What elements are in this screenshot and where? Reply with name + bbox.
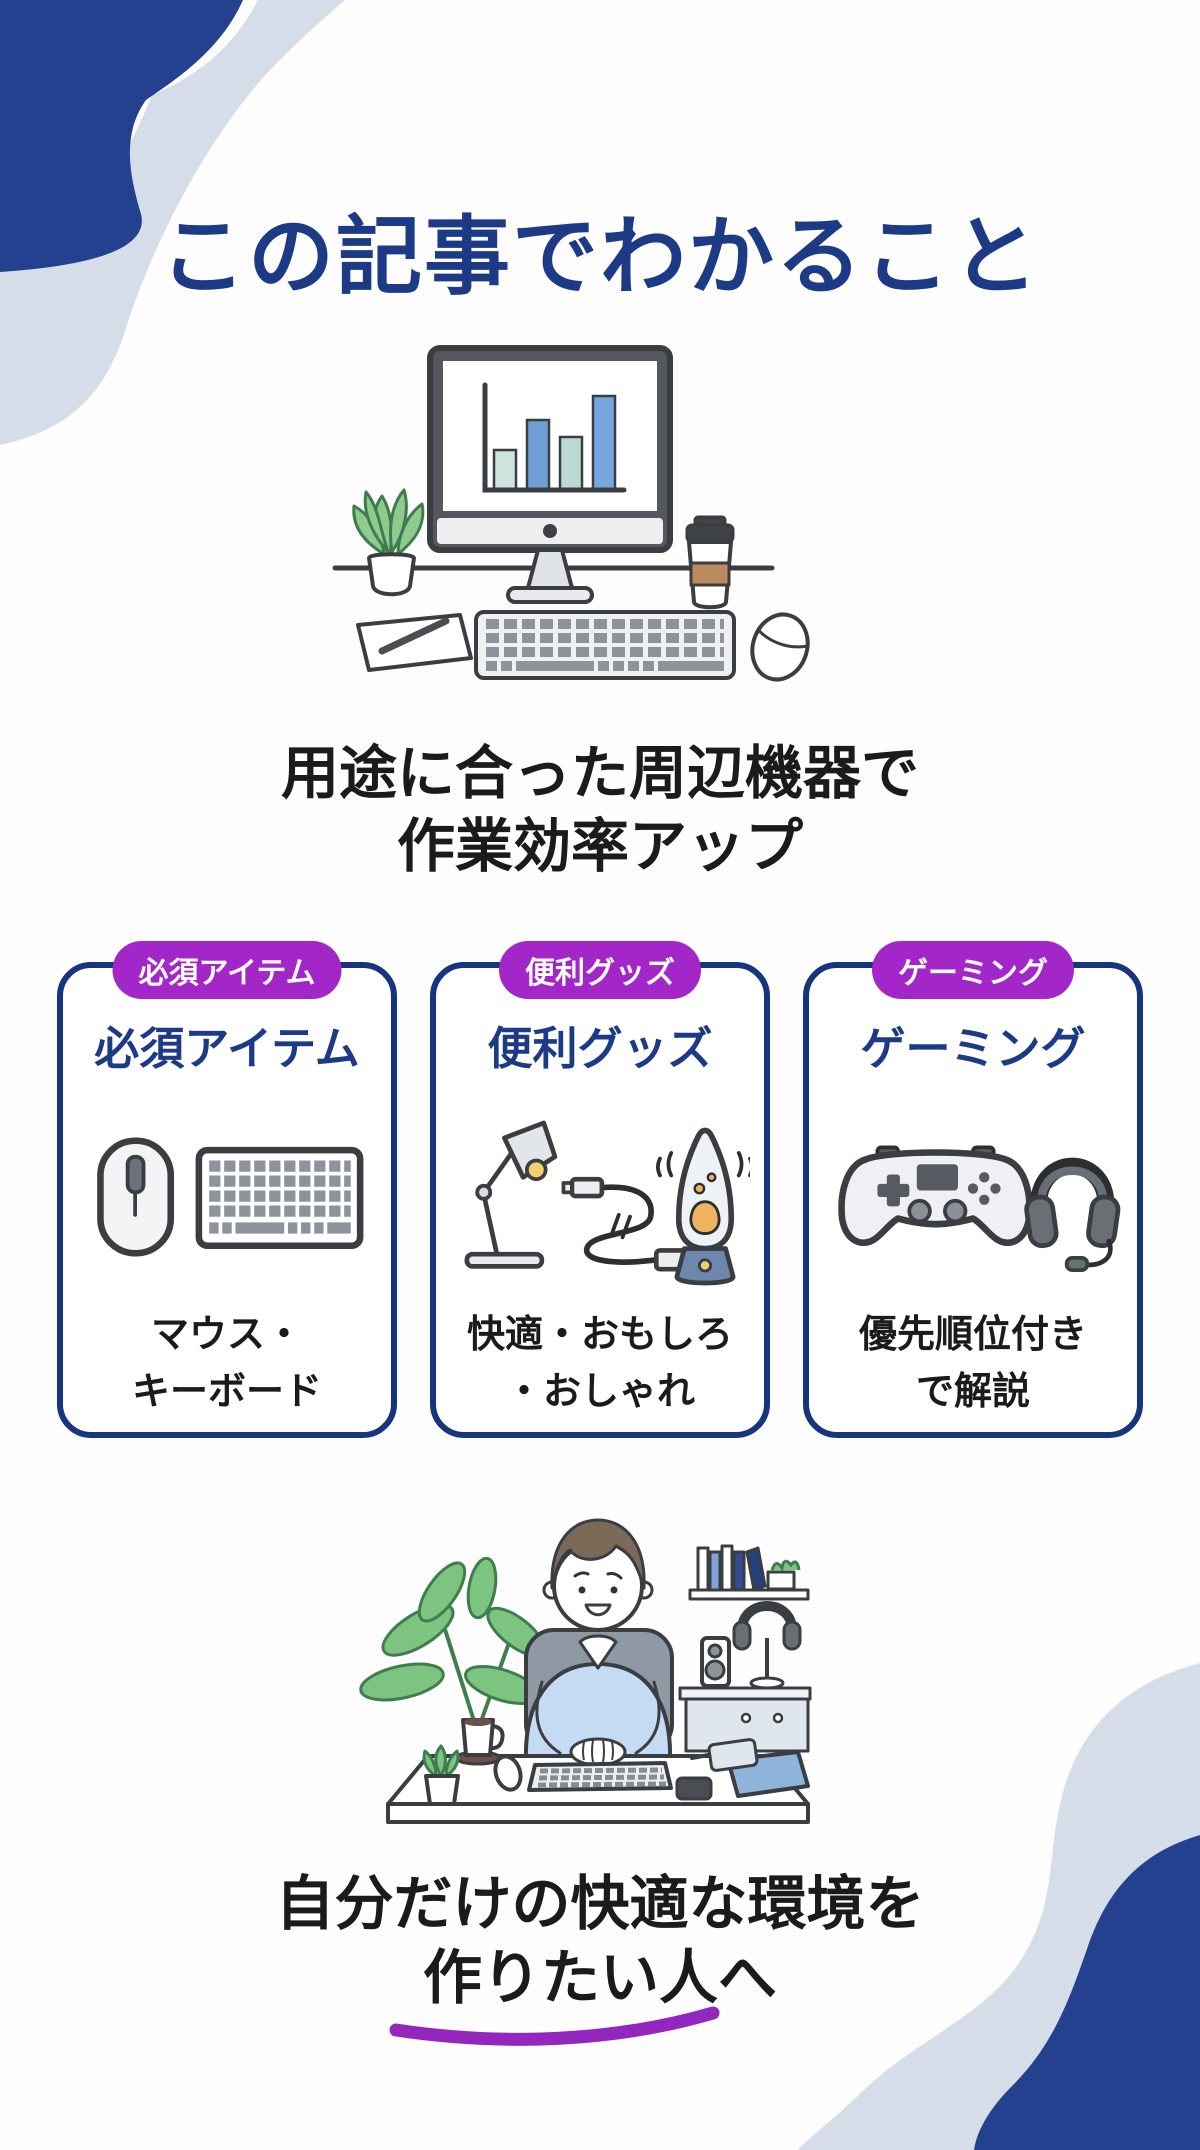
card-caption-line1: マウス・ [150,1314,303,1356]
notebook-and-phone-icons [707,1738,810,1798]
card-badge: 便利グッズ [499,941,701,999]
wall-shelf-with-books [688,1544,810,1601]
card-caption-line2: で解説 [915,1371,1030,1413]
mouse-and-keyboard-icon [97,1137,364,1257]
lava-lamp-icon [656,1127,750,1286]
intro-caption-line2: 作業効率アップ [396,813,803,879]
card-title: 便利グッズ [487,1023,713,1074]
outro-line1: 自分だけの快適な環境を [275,1871,925,1937]
man-at-desk-illustration [359,1518,812,1824]
mouse-icon [750,612,810,682]
card-illustration [63,1089,391,1305]
purple-underline-swoosh [389,2006,720,2046]
card-essential-items: 必須アイテム 必須アイテム マウス・ キーボード [57,941,397,1438]
desk-keyboard-icon [527,1761,673,1792]
desk-lamp-icon [464,1120,558,1269]
outro-line2: 作りたい人へ [422,1944,777,2011]
notepad-and-pen-icon [356,613,473,672]
smartphone-dark-icon [675,1776,713,1801]
card-illustration [809,1089,1137,1305]
card-caption-line1: 優先順位付き [858,1314,1087,1356]
card-badge: 必須アイテム [112,941,342,999]
card-title: ゲーミング [860,1023,1086,1074]
card-convenient-goods: 便利グッズ 便利グッズ [430,941,770,1438]
mug-icon [454,1718,505,1766]
desk-mouse-icon [493,1754,523,1792]
card-gaming: ゲーミング ゲーミング [803,941,1143,1438]
succulent-icon [422,1744,460,1806]
man-figure [523,1518,673,1772]
intro-caption-line1: 用途に合った周辺機器で [280,741,919,806]
speaker-icon [700,1636,731,1688]
plant-icon [352,488,425,597]
gamepad-and-headset-icon [838,1145,1121,1272]
lamp-cable-lavalamp-icon [464,1120,750,1286]
coffee-cup-icon [685,515,735,610]
card-caption: マウス・ キーボード [63,1307,391,1421]
card-caption-line1: 快適・おもしろ [466,1314,733,1356]
intro-caption: 用途に合った周辺機器で 作業効率アップ [0,738,1200,883]
large-plant [359,1556,546,1741]
gamepad-icon [838,1145,1033,1246]
headset-icon [1024,1157,1121,1272]
page-title: この記事でわかること [160,209,1040,305]
outro-caption: 自分だけの快適な環境を 作りたい人へ [0,1868,1200,2016]
card-title: 必須アイテム [94,1023,360,1074]
headphones-on-stand-icon [732,1601,802,1690]
card-caption-line2: キーボード [131,1371,322,1413]
card-badge: ゲーミング [872,941,1074,999]
monitor-icon [427,345,673,604]
keyboard-icon [474,610,736,680]
card-caption-line2: ・おしゃれ [504,1371,695,1413]
bar-chart-on-screen [482,382,627,493]
card-caption: 優先順位付き で解説 [809,1307,1137,1421]
desktop-computer-illustration [332,345,810,682]
clasped-hands [569,1737,627,1767]
card-illustration [436,1089,764,1305]
card-caption: 快適・おもしろ ・おしゃれ [436,1307,764,1421]
